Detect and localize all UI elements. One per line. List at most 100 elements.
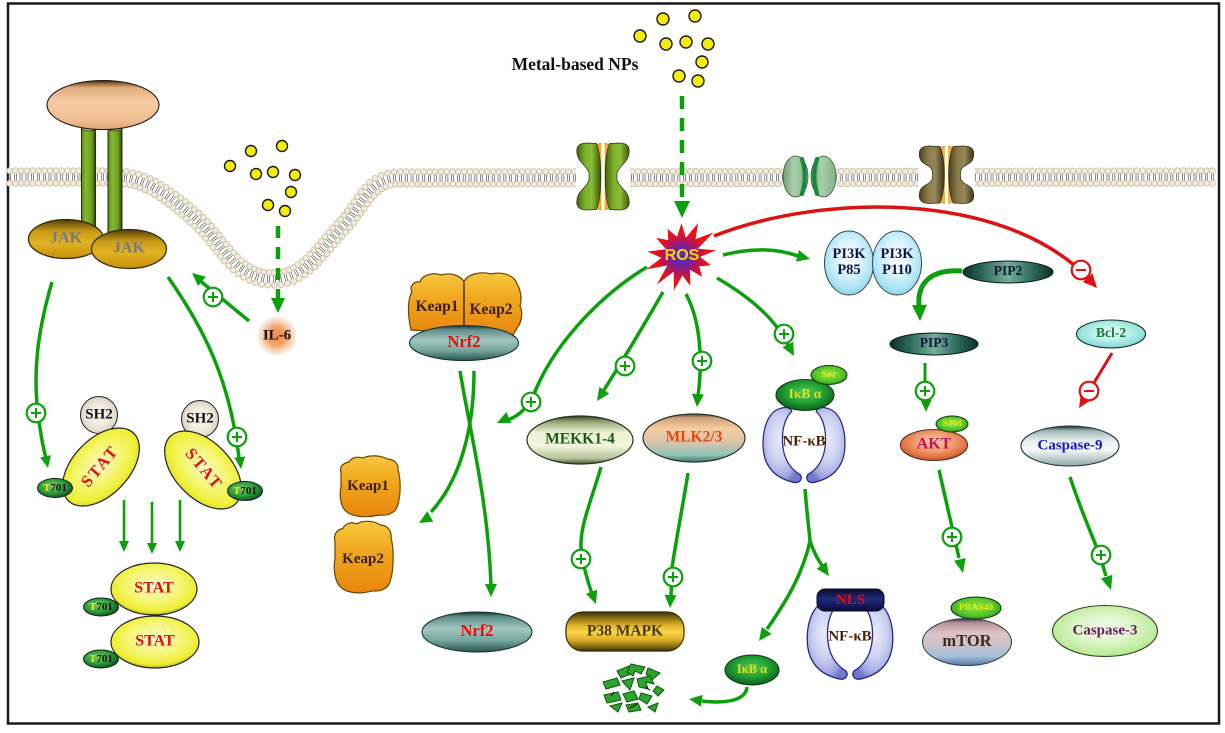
- arrowhead: [674, 201, 690, 218]
- frame-layer: [6, 2, 1221, 725]
- node-t701-dimer-top: T701: [83, 597, 119, 617]
- node-stat-dimer-bottom: STAT: [110, 615, 200, 669]
- arrow-stat-dimerize-1: [119, 500, 129, 552]
- t701-dimer-top-label: T701: [89, 601, 113, 613]
- inhibition-badge: [1070, 259, 1092, 281]
- ikba-fragment: [638, 692, 653, 705]
- ikba-fragment: [652, 685, 665, 697]
- pip2-label: PIP2: [994, 263, 1023, 278]
- node-mekk1-4: MEKK1-4: [526, 415, 634, 465]
- node-stat-left: STAT: [62, 427, 140, 507]
- channel-half-left: [918, 145, 945, 204]
- arrowhead: [119, 541, 129, 552]
- ros-label: ROS: [665, 247, 700, 264]
- activation-badge: [520, 391, 542, 413]
- node-s308-badge: S308: [935, 415, 969, 433]
- activation-badge: [941, 526, 963, 548]
- arrow-ros-to-keap-complex: [497, 265, 648, 423]
- arrowhead: [759, 626, 772, 641]
- node-ikba-free: IκB α: [724, 654, 780, 686]
- arrowhead: [816, 561, 829, 576]
- arrow-nps-to-il6: [271, 226, 285, 313]
- activation-badge: [914, 380, 936, 402]
- channel-half-right: [604, 142, 630, 211]
- membrane-layer: [6, 167, 1216, 289]
- nfkb-subunit-left: [762, 406, 802, 484]
- akt-label: AKT: [917, 436, 952, 453]
- receptor-stem: [81, 126, 96, 229]
- arrowhead: [954, 558, 966, 573]
- arrow-pip2-to-pip3: [911, 268, 963, 321]
- arrowhead: [597, 386, 610, 401]
- node-nfkb-cytoplasm: NF-κB: [762, 406, 846, 484]
- arrow-mlk-to-p38: [664, 472, 690, 608]
- ikba-fragment: [626, 663, 646, 677]
- arrow-stat-dimerize-2: [147, 502, 157, 554]
- arrowhead: [689, 694, 703, 707]
- nfkb-subunit-right: [806, 406, 846, 484]
- mtor-label: mTOR: [942, 631, 992, 650]
- free-label-layer: Metal-based NPs: [512, 54, 639, 74]
- ikba-fragment: [636, 675, 655, 690]
- node-ikba-on-nfkb: IκB α: [775, 379, 835, 411]
- arrow-nfkb-to-free-ikba: [759, 540, 812, 641]
- keap2-free-label: Keap2: [342, 551, 384, 567]
- activation-badge: [662, 566, 684, 588]
- arrowhead: [795, 250, 810, 262]
- ikba-free-label: IκB α: [737, 662, 767, 676]
- t701-stat-left-label: T701: [43, 482, 67, 494]
- keap1-bound: [407, 273, 465, 334]
- nrf2-bound-label: Nrf2: [448, 332, 481, 351]
- node-jak-2: JAK: [90, 228, 168, 270]
- arrowhead: [419, 511, 434, 523]
- arrowhead: [192, 273, 206, 286]
- arrow-layer: [34, 96, 1114, 707]
- node-caspase-9: Caspase-9: [1020, 425, 1120, 467]
- channel-half-right: [948, 145, 975, 204]
- activation-badge: [691, 350, 713, 372]
- t701-dimer-bottom-label: T701: [89, 653, 113, 665]
- arrowhead: [782, 341, 794, 356]
- node-ikba-fragments: [602, 663, 665, 713]
- node-t701-stat-right: T701: [227, 481, 263, 501]
- activation-badge: [570, 548, 592, 570]
- ikba-fragment: [602, 677, 621, 690]
- ser-badge-label: Ser: [821, 369, 837, 380]
- s308-badge-label: S308: [942, 419, 962, 429]
- il6-label: IL-6: [263, 327, 292, 343]
- node-keap2-free: Keap2: [333, 520, 394, 594]
- nps-endocytosed: [223, 139, 302, 218]
- ikba-fragment: [608, 702, 623, 713]
- activation-badge: [25, 402, 47, 424]
- node-stat-dimer-top: STAT: [110, 562, 198, 616]
- node-pip2: PIP2: [962, 260, 1054, 284]
- node-p38-mapk: P38 MAPK: [565, 611, 685, 652]
- ikba-on-nfkb-label: IκB α: [789, 386, 822, 401]
- arrowhead: [691, 393, 704, 407]
- arrowhead: [664, 594, 677, 608]
- keap-bound-label: Keap1: [415, 298, 458, 315]
- t701-stat-right-label: T701: [233, 485, 257, 497]
- node-caspase-3: Caspase-3: [1051, 604, 1159, 658]
- arrowhead: [497, 412, 512, 423]
- membrane-lipid-heads: [6, 167, 1216, 289]
- node-pip3: PIP3: [889, 332, 979, 356]
- caspase-3-label: Caspase-3: [1072, 622, 1137, 638]
- mlk2-3-label: MLK2/3: [666, 429, 723, 446]
- node-sh2-right: SH2: [181, 400, 219, 438]
- arrow-ros-to-mlk: [684, 293, 704, 407]
- ikba-fragment: [625, 702, 642, 713]
- figure-border: [6, 2, 1221, 725]
- node-ros: ROS: [646, 223, 716, 291]
- arrowhead: [175, 541, 185, 552]
- arrow-ros-to-mekk: [597, 291, 665, 401]
- channel-half-left: [576, 142, 602, 211]
- receptor-stem: [107, 126, 123, 241]
- arrow-nps-to-ros: [674, 96, 690, 218]
- arrow-nfkb-release-stem: [803, 488, 812, 542]
- node-nls: NLS: [816, 588, 885, 612]
